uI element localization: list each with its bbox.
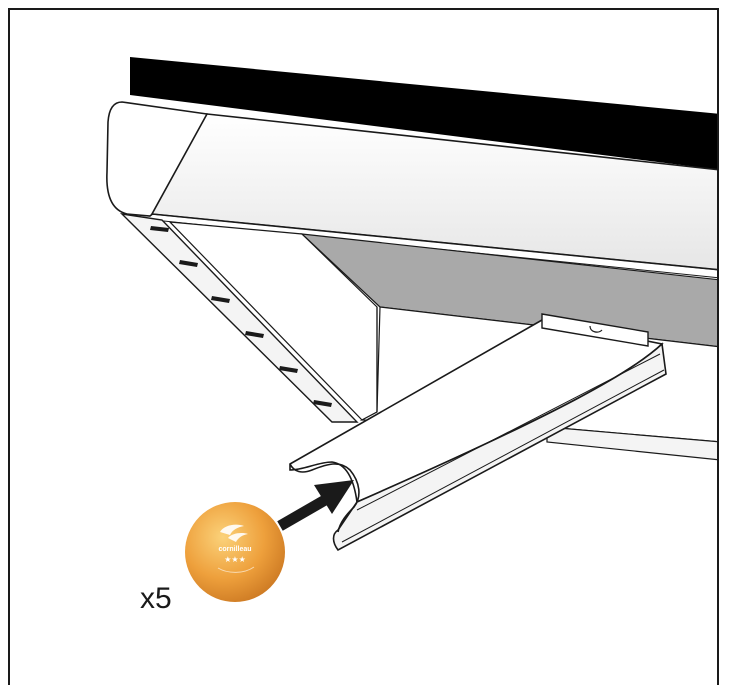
brand-logo-icon [220, 524, 248, 542]
table-underside-drawing: cornilleau ★★★ [106, 57, 717, 602]
illustration-frame: cornilleau ★★★ x5 [8, 8, 719, 685]
quantity-label: x5 [140, 582, 172, 615]
table-top-edge [130, 57, 717, 170]
insert-arrow [277, 480, 354, 531]
table-side-rail [119, 212, 359, 423]
table-frame-rail [150, 113, 717, 271]
rail-slots [150, 226, 332, 407]
ball-stars: ★★★ [224, 555, 246, 564]
ping-pong-ball: cornilleau ★★★ [185, 502, 285, 602]
ball-brand-text: cornilleau [218, 546, 251, 553]
underside-shadow [300, 233, 717, 348]
ball-holder-tray [289, 313, 667, 552]
